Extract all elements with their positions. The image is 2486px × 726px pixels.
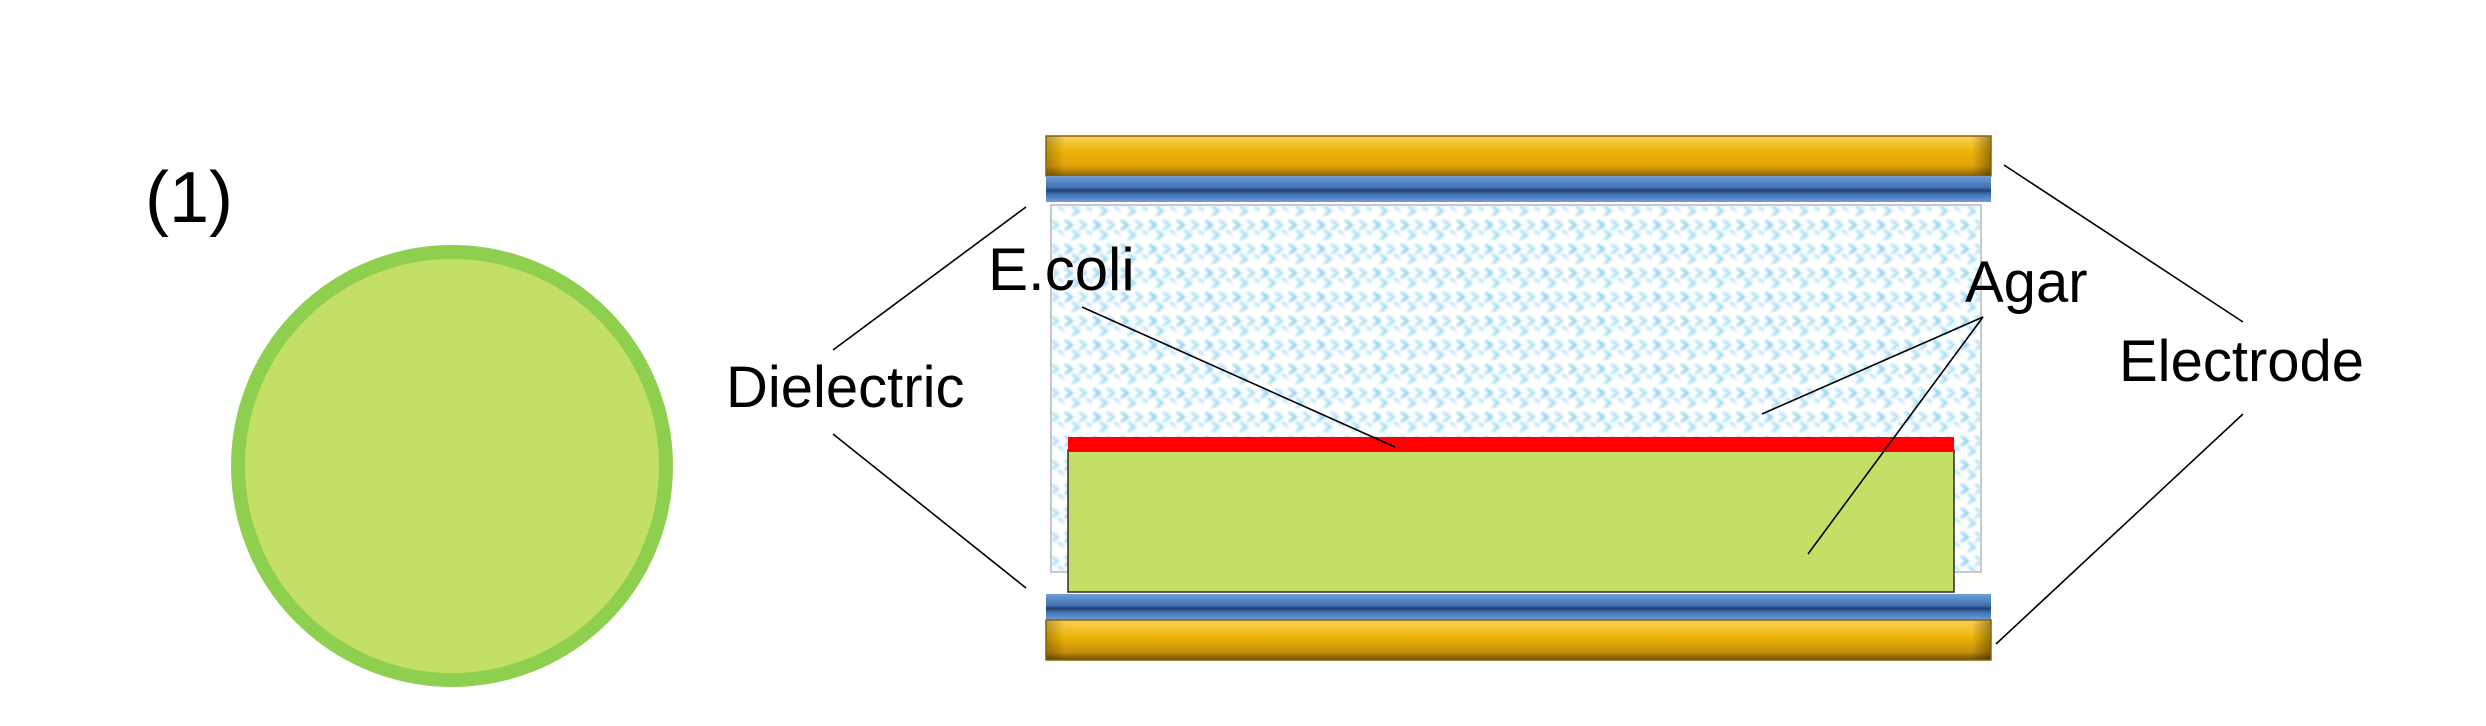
panel-number: (1)	[145, 158, 233, 238]
top-electrode	[1045, 135, 1992, 202]
dielectric-label: Dielectric	[726, 355, 965, 420]
ecoli-leader	[1081, 306, 1396, 448]
electrode-leader-upper	[2003, 164, 2244, 323]
agar-plate-top-view-icon	[231, 245, 673, 687]
ecoli-label: E.coli	[988, 236, 1135, 303]
agar-leader-lower	[1807, 316, 1984, 555]
agar-label: Agar	[1965, 250, 2088, 315]
ecoli-layer	[1068, 437, 1954, 452]
dielectric-leader-upper	[832, 206, 1027, 351]
electrode-leader-lower	[1995, 413, 2244, 645]
agar-leader-upper	[1761, 316, 1984, 415]
agar-block	[1067, 449, 1955, 593]
leader-lines	[832, 164, 2244, 645]
dielectric-leader-lower	[832, 433, 1027, 589]
bottom-electrode	[1045, 594, 1992, 661]
electrode-label: Electrode	[2119, 329, 2364, 394]
